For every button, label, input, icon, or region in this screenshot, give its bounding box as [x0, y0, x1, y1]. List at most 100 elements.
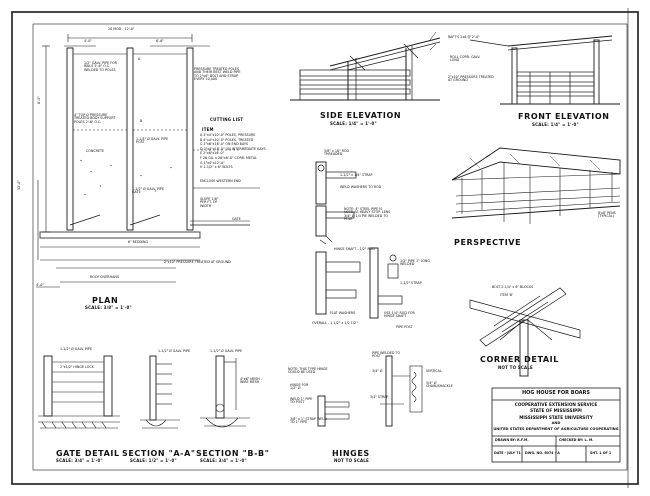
side-elevation-scale: SCALE: 1/4" = 1'-0"	[330, 121, 377, 126]
title-block-org2: STATE OF MISSISSIPPI	[530, 408, 582, 413]
cutting-list-item: B 4"x4"x10'-0" POLES, TREATED	[200, 137, 254, 142]
title-block-dwg: DWG. NO. 6074 - A	[525, 451, 560, 455]
side-elevation	[290, 31, 441, 101]
section-b-mesh-note: 4"x6" MESH - WIRE MESH	[240, 377, 262, 385]
gate-ring-note: 2"x1/2" HINGE LOCK	[60, 365, 94, 369]
cutting-list-item: E 2"x6"x16'-0"	[200, 151, 225, 156]
hinge-note-pipe: 1/2" PIPE 1" LONG WELDED	[400, 259, 430, 267]
hinge-section-note-6: 3/4" STRAP	[370, 395, 389, 399]
hinge-section-note-0: NOTE: THIS TYPE HINGE COULD BE USED	[288, 367, 328, 375]
plan-top-dimension: 20 MOD - 12'-0"	[108, 27, 135, 31]
hinge-note-strap2: 1-1/2" STRAP	[400, 281, 422, 285]
cutting-list-header: ITEM	[202, 127, 214, 132]
hinge-note-shaft: HINGE SHAFT - 1/2" ROD	[334, 247, 375, 251]
side-elevation-title: SIDE ELEVATION	[320, 111, 402, 120]
title-block-frame	[491, 387, 621, 463]
plan-note-treated: 2"x10" PRESSURE TREATED AT GROUND	[164, 260, 231, 264]
perspective-title: PERSPECTIVE	[454, 238, 522, 247]
cutting-list-item: H 1-1/2" x 6" BOLTS	[200, 165, 233, 170]
plan-note-slope: SLOPE 1/8" PER FT. OF WIDTH	[200, 197, 219, 208]
hinge-section-note-5: 3/4" Ø	[372, 369, 383, 373]
corner-detail-scale: NOT TO SCALE	[498, 365, 533, 370]
hinge-note-shaft2: USE 1/4" ROD FOR HINGE SHAFT	[384, 311, 415, 319]
plan-scale: SCALE: 3/8" = 1'-0"	[85, 305, 132, 310]
cutting-list-item: D 2"x4"x16'-0" ON INTERMEDIATE BAYS	[200, 146, 266, 151]
outer-border	[11, 11, 639, 485]
gate-top-note: 1-1/2" Ø GALV. PIPE	[60, 347, 93, 351]
plan-dim-bottom: 4'-0"	[36, 283, 44, 287]
plan-note-bedding: 6" BEDDING	[128, 240, 149, 244]
plan-note-enclose: ENCLOSE WESTERN END	[200, 179, 241, 183]
plan-view	[36, 34, 260, 288]
section-a-a	[140, 355, 180, 429]
hinge-note-rod: 5/8" x 16" ROD THREADED	[324, 149, 350, 157]
hinges-scale: NOT TO SCALE	[334, 458, 369, 463]
hinge-section-note-3: 3/8" x 1" STRAP WELD TO 1" PIPE	[290, 417, 327, 425]
corner-detail-title: CORNER DETAIL	[480, 355, 559, 364]
cutting-list-title: CUTTING LIST	[210, 117, 244, 122]
hinge-note-strap: 1-1/2" x 1/4" STRAP	[340, 173, 373, 177]
plan-side-label: 32'-0"	[17, 180, 21, 190]
inner-border	[32, 23, 628, 471]
cutting-list: A 4"x4"x10'-0" POLES, PRESSURE B 4"x4"x1…	[200, 133, 266, 171]
plan-label-b: B	[140, 119, 143, 123]
front-elevation-title: FRONT ELEVATION	[518, 112, 610, 121]
section-b-title: SECTION "B-B"	[196, 449, 270, 458]
section-a-scale: SCALE: 1/2" = 1'-0"	[130, 458, 177, 463]
title-block-org1: COOPERATIVE EXTENSION SERVICE	[514, 402, 598, 407]
plan-note-overhang: ROOF OVERHANG	[90, 275, 120, 279]
front-elevation-scale: SCALE: 1/4" = 1'-0"	[532, 122, 579, 127]
plan-note-concrete: CONCRETE	[86, 149, 105, 153]
hinge-note-stop: NOTE: 4" STEEL PIPE IS USED AS HEAVY STO…	[344, 207, 391, 221]
hinge-section-note-8: VERTICAL	[426, 369, 442, 373]
corner-note-item: ITEM 'B'	[500, 293, 514, 297]
perspective-note: 8'x8' PENS (TYPICAL)	[598, 211, 616, 219]
hinge-note-post: PIPE POST	[396, 325, 413, 329]
cutting-list-item: C 2"x6"x16'-0" ON END BAYS	[200, 142, 249, 147]
hinge-details	[315, 161, 403, 319]
title-block-org3: MISSISSIPPI STATE UNIVERSITY	[519, 415, 593, 420]
title-block-sheet: SHT. 1 OF 1	[590, 451, 612, 455]
plan-note-poles: 4" TOP Ø PRESSURE TREATED BODY SUPPORT P…	[74, 113, 116, 124]
plan-dim-left-vertical: 8'-0"	[37, 96, 41, 104]
title-block-date: DATE - JULY 71	[494, 451, 521, 455]
plan-note-gate-right: GATE	[232, 217, 241, 221]
hinge-note-washers: WELD WASHERS TO ROD	[340, 185, 382, 189]
section-a-title: SECTION "A-A"	[122, 449, 196, 458]
plan-note-pressure-treated: PRESSURE TREATED POLES AND THEIR BEST WE…	[194, 67, 241, 81]
section-b-b	[200, 355, 250, 428]
plan-dim-right: 6'-6"	[156, 39, 164, 43]
plan-note-gate-pipe: 1/2" GALV. PIPE FOR RAILS 5'-6" O.C. WEL…	[84, 61, 117, 72]
cutting-list-item: F 26 GA. x 26"x8'-0" CORR. METAL	[200, 155, 257, 160]
perspective-view	[451, 147, 621, 224]
title-block-checked: CHECKED BY: L. M.	[559, 438, 594, 442]
hinge-section-note-4: PIPE WELDED TO POST	[372, 351, 401, 359]
section-b-scale: SCALE: 3/4" = 1'-0"	[200, 458, 247, 463]
front-elevation	[469, 35, 620, 105]
hinge-note-overall: OVERALL - 1-1/2" x 1/2 1/2"	[312, 321, 358, 325]
elevation-rafters-note: RAFT'S 2x6 @ 2'-0"	[448, 35, 480, 39]
hinge-section-note-1: HINGE FOR 1/2" Ø	[290, 383, 309, 391]
gate-detail-title: GATE DETAIL	[56, 449, 120, 458]
plan-title: PLAN	[92, 296, 119, 305]
plan-dim-left: 4'-0"	[84, 39, 92, 43]
title-block-org4: AND	[551, 421, 561, 425]
corner-detail	[469, 287, 581, 377]
plan-note-gate: 1-1/2" Ø GALV. PIPE GATE	[132, 187, 165, 195]
hinge-note-washers2: FLAT WASHERS	[330, 311, 356, 315]
cutting-list-item: G 1"x4"x12'-0"	[200, 160, 225, 165]
corner-note-bolt: BOLT 2-1/4" x 6" BLOCKS	[492, 285, 534, 289]
title-block-drawn: DRAWN BY: R.F.M.	[495, 438, 529, 442]
cutting-list-item: A 4"x4"x10'-0" POLES, PRESSURE	[200, 133, 256, 137]
hinge-section-note-2: WELD 1" PIPE TO POST	[290, 397, 313, 405]
hinge-section-note-7: 3/4" Ø CHAIN/SHACKLE	[426, 381, 453, 389]
gate-detail-scale: SCALE: 3/4" = 1'-0"	[56, 458, 103, 463]
title-block-org5: UNITED STATES DEPARTMENT OF AGRICULTURE …	[493, 427, 619, 431]
gate-detail	[38, 355, 120, 429]
title-block-title: HOG HOUSE FOR BOARS	[521, 390, 591, 396]
elevation-roof-note: ROLL CORR. GALV. LONG	[450, 55, 481, 63]
section-b-top-note: 1-1/2" Ø GALV. PIPE	[210, 349, 243, 353]
plan-label-a: A	[138, 57, 141, 61]
